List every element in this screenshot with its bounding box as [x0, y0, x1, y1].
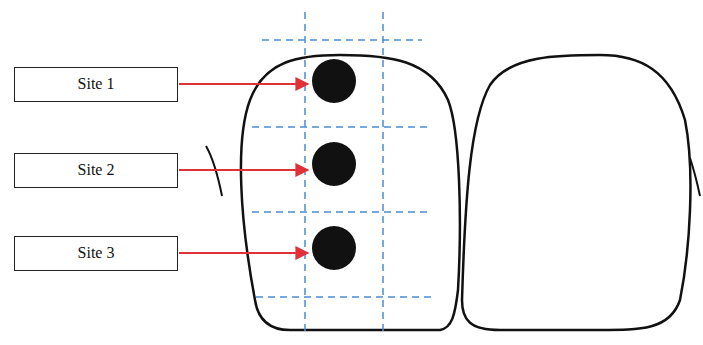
tooth-outline	[462, 55, 690, 330]
label-box: Site 1	[14, 67, 178, 102]
pointer-arrow	[179, 84, 308, 253]
site-label: Site 1	[78, 75, 115, 93]
label-box: Site 3	[14, 236, 178, 271]
tooth-outline	[241, 55, 460, 330]
label-box: Site 2	[14, 153, 178, 188]
site-label: Site 2	[78, 161, 115, 179]
site-label: Site 3	[78, 244, 115, 262]
measurement-site	[312, 59, 356, 270]
grid-lines	[252, 12, 432, 335]
gum-line	[690, 158, 700, 196]
